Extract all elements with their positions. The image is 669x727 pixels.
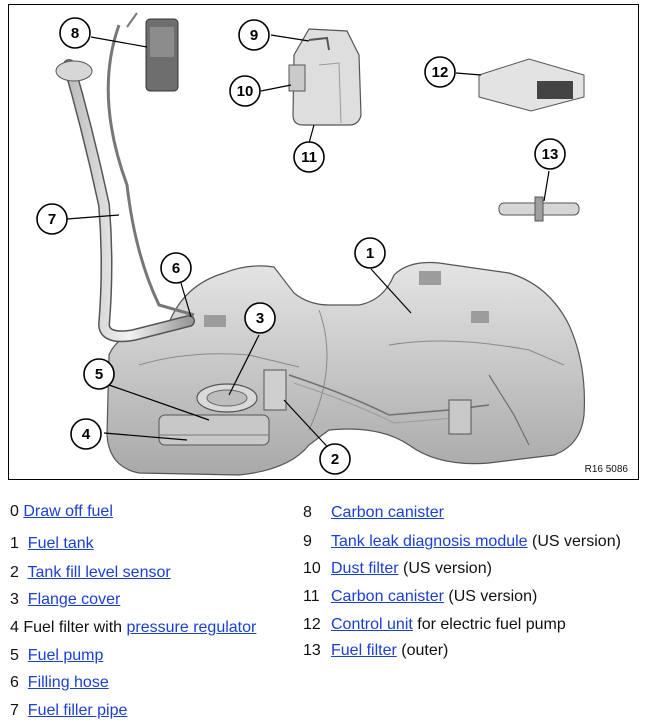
legend-row-10: 10 Dust filter (US version)	[303, 559, 492, 579]
legend-suffix-text: (US version)	[398, 560, 492, 577]
svg-text:10: 10	[237, 83, 254, 100]
legend-number: 3	[10, 591, 19, 608]
callout-5: 5	[83, 358, 115, 390]
callout-12: 12	[424, 56, 456, 88]
svg-text:13: 13	[542, 146, 559, 163]
link-fuel-tank[interactable]: Fuel tank	[27, 535, 94, 552]
link-control-unit[interactable]: Control unit	[331, 616, 413, 633]
legend-number: 4	[10, 619, 19, 636]
callout-4: 4	[70, 418, 102, 450]
svg-text:3: 3	[256, 310, 264, 327]
legend-row-0: 0 Draw off fuel	[10, 502, 113, 522]
svg-text:8: 8	[71, 25, 79, 42]
link-tank-leak-diagnosis-module[interactable]: Tank leak diagnosis module	[331, 533, 528, 550]
svg-text:5: 5	[95, 366, 103, 383]
legend-row-11: 11 Carbon canister (US version)	[303, 587, 537, 607]
link-draw-off-fuel[interactable]: Draw off fuel	[23, 503, 113, 520]
callout-1: 1	[354, 237, 386, 269]
legend-suffix-text: for electric fuel pump	[412, 616, 566, 633]
legend-number: 6	[10, 674, 19, 691]
legend-row-7: 7 Fuel filler pipe	[10, 701, 127, 721]
filler-pipe-shape	[55, 12, 195, 343]
svg-text:7: 7	[48, 211, 56, 228]
legend-row-3: 3 Flange cover	[10, 590, 120, 610]
fuel-filter-shape	[498, 196, 580, 222]
legend-number: 11	[303, 588, 320, 605]
callout-11: 11	[293, 141, 325, 173]
us-canister-assembly-shape	[288, 28, 362, 126]
legend-row-5: 5 Fuel pump	[10, 646, 103, 666]
legend-row-2: 2 Tank fill level sensor	[10, 563, 171, 583]
link-pressure-regulator[interactable]: pressure regulator	[126, 619, 257, 636]
legend-number: 1	[10, 535, 19, 552]
callout-10: 10	[229, 75, 261, 107]
link-carbon-canister-us[interactable]: Carbon canister	[331, 588, 444, 605]
svg-text:4: 4	[82, 426, 91, 443]
link-flange-cover[interactable]: Flange cover	[27, 591, 121, 608]
link-filling-hose[interactable]: Filling hose	[27, 674, 109, 691]
control-unit-shape	[478, 58, 585, 112]
legend-number: 5	[10, 647, 19, 664]
link-carbon-canister[interactable]: Carbon canister	[331, 504, 444, 521]
legend-number: 7	[10, 702, 19, 719]
legend-number: 13	[303, 642, 321, 659]
diagram-figure: 8 9 10 11 12 13 7 6	[8, 4, 639, 480]
svg-text:6: 6	[172, 260, 180, 277]
legend-row-8: 8 Carbon canister	[303, 503, 444, 523]
link-fuel-pump[interactable]: Fuel pump	[27, 647, 104, 664]
figure-reference: R16 5086	[584, 464, 628, 475]
legend-suffix-text: (US version)	[443, 588, 538, 605]
legend-row-4: 4 Fuel filter with pressure regulator	[10, 618, 256, 638]
legend-row-12: 12 Control unit for electric fuel pump	[303, 615, 566, 635]
link-dust-filter[interactable]: Dust filter	[331, 560, 399, 577]
link-fuel-filter[interactable]: Fuel filter	[331, 642, 397, 659]
legend-suffix-text: (US version)	[527, 533, 621, 550]
legend-row-9: 9 Tank leak diagnosis module (US version)	[303, 532, 621, 552]
svg-text:9: 9	[250, 27, 258, 44]
fuel-tank-shape	[106, 261, 585, 476]
legend-number: 2	[10, 564, 19, 581]
svg-text:1: 1	[366, 245, 374, 262]
legend-number: 12	[303, 616, 321, 633]
legend-row-6: 6 Filling hose	[10, 673, 109, 693]
callout-13: 13	[534, 138, 566, 170]
diagram-drawing: 8 9 10 11 12 13 7 6	[36, 12, 585, 476]
link-tank-fill-level-sensor[interactable]: Tank fill level sensor	[27, 564, 171, 581]
legend-prefix-text: Fuel filter with	[23, 619, 127, 636]
legend-number: 0	[10, 503, 19, 520]
link-fuel-filler-pipe[interactable]: Fuel filler pipe	[27, 702, 128, 719]
legend-row-13: 13 Fuel filter (outer)	[303, 641, 448, 661]
svg-text:11: 11	[301, 149, 317, 166]
callout-2: 2	[319, 443, 351, 475]
callout-6: 6	[160, 252, 192, 284]
carbon-canister-shape	[145, 18, 179, 92]
callout-7: 7	[36, 203, 68, 235]
callout-8: 8	[59, 17, 91, 49]
legend-suffix-text: (outer)	[396, 642, 449, 659]
svg-text:12: 12	[432, 64, 449, 81]
svg-text:2: 2	[331, 451, 339, 468]
legend-number: 8	[303, 504, 312, 521]
legend-number: 9	[303, 533, 312, 550]
legend-number: 10	[303, 560, 321, 577]
legend-row-1: 1 Fuel tank	[10, 534, 94, 554]
callout-3: 3	[244, 302, 276, 334]
callout-9: 9	[238, 19, 270, 51]
